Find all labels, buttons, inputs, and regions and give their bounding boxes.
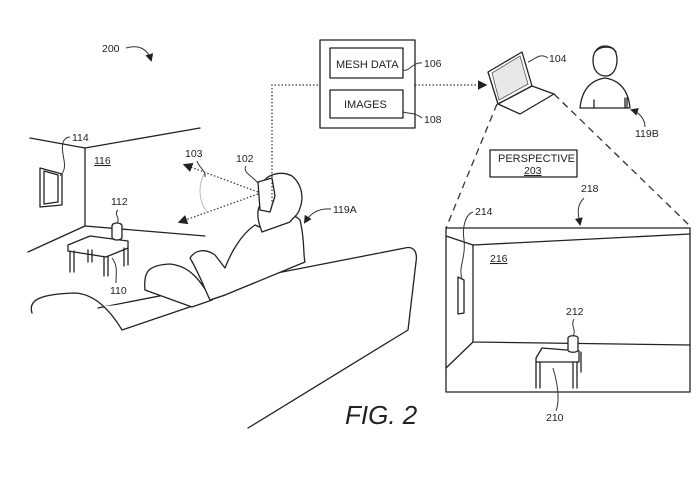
view-floor-corner (445, 341, 474, 369)
leader-102 (244, 165, 259, 184)
ref-remote-user-119B: 119B (635, 128, 659, 140)
ref-view-wall-216: 216 (490, 253, 508, 265)
frustum-left (445, 103, 498, 229)
images-box (329, 89, 404, 119)
leader-108 (402, 111, 423, 119)
ref-view-218: 218 (581, 183, 599, 195)
ref-fov-103: 103 (185, 148, 203, 160)
local-user: 119A (144, 172, 357, 308)
leader-103 (196, 160, 206, 178)
laptop-display (491, 55, 529, 101)
fov-ray-top (182, 162, 259, 193)
ref-user-119A: 119A (333, 204, 357, 216)
rendered-view: 218 216 214 212 210 (445, 183, 691, 424)
fov-ray-bottom (177, 193, 259, 225)
leader-106 (402, 62, 423, 71)
mesh-data-label: MESH DATA (336, 59, 399, 71)
arrow-119A (303, 208, 332, 224)
remote-user-arms (593, 97, 628, 109)
ref-object-112: 112 (111, 196, 128, 208)
leader-104 (527, 55, 549, 63)
view-picture (457, 276, 465, 315)
leader-110 (111, 257, 117, 284)
connection-headset-server (271, 84, 320, 205)
perspective-label: PERSPECTIVE (498, 153, 575, 165)
arrow-218 (574, 197, 585, 226)
remote-user-body (579, 77, 631, 109)
frustum-right (553, 93, 691, 227)
mesh-data-box (329, 47, 404, 79)
server-outline (319, 39, 416, 129)
remote-user: 119B (579, 45, 659, 140)
remote-user-head (592, 45, 618, 77)
leader-212 (572, 318, 575, 337)
arrow-119B (630, 108, 646, 128)
ref-perspective-203: 203 (524, 165, 542, 177)
fov-arc (199, 171, 208, 213)
cup-object (111, 222, 123, 241)
view-frame (445, 227, 691, 393)
view-cup-object (567, 335, 579, 353)
leader-210 (552, 367, 559, 412)
ref-wall-116: 116 (94, 155, 111, 167)
ceiling-line (29, 127, 201, 149)
arrow-200 (125, 46, 154, 62)
overall-reference: 200 (102, 43, 154, 62)
view-table-legs (535, 351, 582, 389)
ref-table-110: 110 (110, 285, 127, 297)
ref-images-108: 108 (424, 114, 442, 126)
ref-mesh-106: 106 (424, 58, 442, 70)
ref-200: 200 (102, 43, 120, 55)
view-ceiling (445, 233, 691, 246)
laptop: 104 (487, 51, 567, 115)
ref-headset-102: 102 (236, 153, 254, 165)
ref-view-object-212: 212 (566, 306, 584, 318)
table-legs (69, 247, 129, 277)
couch-arm (30, 292, 226, 331)
ref-view-picture-214: 214 (475, 206, 493, 218)
leader-114 (59, 136, 71, 177)
field-of-view: 103 102 (177, 148, 259, 225)
leader-214 (460, 211, 474, 279)
perspective-box: PERSPECTIVE 203 (489, 149, 578, 178)
perspective-outline (489, 149, 578, 178)
floor-line (27, 225, 206, 253)
leader-112 (115, 209, 119, 224)
remote-user-hair (594, 46, 617, 53)
ref-picture-114: 114 (72, 132, 89, 144)
ref-view-table-210: 210 (546, 412, 564, 424)
wall-picture (39, 167, 63, 208)
figure-title: FIG. 2 (345, 400, 418, 430)
server-box: MESH DATA IMAGES 106 108 (319, 39, 442, 129)
ref-laptop-104: 104 (549, 53, 567, 65)
images-label: IMAGES (344, 99, 387, 111)
physical-room: 116 114 112 110 (27, 127, 206, 297)
